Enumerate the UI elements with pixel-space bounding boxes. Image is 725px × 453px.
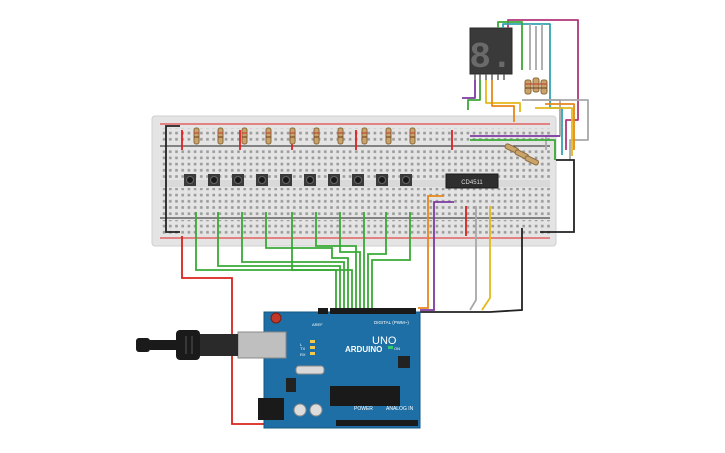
breadboard[interactable] (151, 115, 557, 247)
pull-down-resistor[interactable] (361, 127, 368, 145)
pull-down-resistor[interactable] (193, 127, 200, 145)
push-button[interactable] (304, 174, 316, 186)
crystal-oscillator (295, 365, 325, 375)
rx-led (310, 352, 315, 355)
usb-cable[interactable] (136, 330, 238, 360)
button-signal-wires[interactable] (195, 212, 411, 308)
analog-label: ANALOG IN (386, 406, 414, 412)
arduino-model: UNO (372, 335, 397, 347)
pull-down-resistor[interactable] (289, 127, 296, 145)
push-button[interactable] (376, 174, 388, 186)
power-wires[interactable] (181, 236, 300, 425)
aref-header[interactable] (318, 308, 328, 314)
push-button[interactable] (256, 174, 268, 186)
push-button[interactable] (400, 174, 412, 186)
voltage-regulator (286, 378, 296, 392)
usb-port[interactable] (237, 331, 287, 359)
display-resistors[interactable] (504, 77, 548, 166)
aref-label: AREF (312, 322, 323, 327)
arduino-logo: ARDUINO (345, 345, 382, 354)
digital-header[interactable] (330, 308, 416, 314)
push-button[interactable] (328, 174, 340, 186)
on-label: ON (394, 346, 400, 351)
pull-down-resistor[interactable] (241, 127, 248, 145)
pull-down-resistor[interactable] (385, 127, 392, 145)
rx-label: RX (300, 352, 306, 357)
power-jack[interactable] (258, 398, 284, 420)
display-wires[interactable] (462, 19, 589, 160)
push-button[interactable] (352, 174, 364, 186)
on-led (388, 346, 393, 349)
pull-down-resistors[interactable] (193, 127, 416, 145)
l-led (310, 340, 315, 343)
decoder-input-wires[interactable] (418, 195, 523, 313)
pull-down-resistor[interactable] (337, 127, 344, 145)
power-analog-header[interactable] (336, 420, 418, 426)
push-buttons[interactable] (184, 174, 412, 186)
display-digit: 8. (469, 37, 512, 78)
arduino-uno-board[interactable]: ARDUINO UNO DIGITAL (PWM~) L TX RX ON AR… (237, 308, 421, 429)
ic-label: CD4511 (461, 180, 483, 186)
atmega-chip (330, 386, 400, 406)
bottom-rail-holes (160, 220, 550, 234)
pull-down-resistor[interactable] (409, 127, 416, 145)
reset-button[interactable] (270, 312, 282, 324)
pull-down-resistor[interactable] (313, 127, 320, 145)
digital-label: DIGITAL (PWM~) (374, 320, 409, 325)
usb-chip (398, 356, 410, 368)
push-button[interactable] (208, 174, 220, 186)
lower-terminal-holes (160, 188, 550, 218)
l-label: L (300, 342, 303, 347)
decoder-ic[interactable]: CD4511 (445, 173, 499, 189)
push-button[interactable] (184, 174, 196, 186)
capacitor-left (293, 403, 307, 417)
pull-down-resistor[interactable] (217, 127, 224, 145)
push-button[interactable] (280, 174, 292, 186)
power-label: POWER (354, 406, 373, 412)
push-button[interactable] (232, 174, 244, 186)
pull-down-resistor[interactable] (265, 127, 272, 145)
tx-led (310, 346, 315, 349)
seven-segment-display[interactable]: 8. (469, 27, 513, 80)
tx-label: TX (300, 346, 305, 351)
capacitor-right (309, 403, 323, 417)
